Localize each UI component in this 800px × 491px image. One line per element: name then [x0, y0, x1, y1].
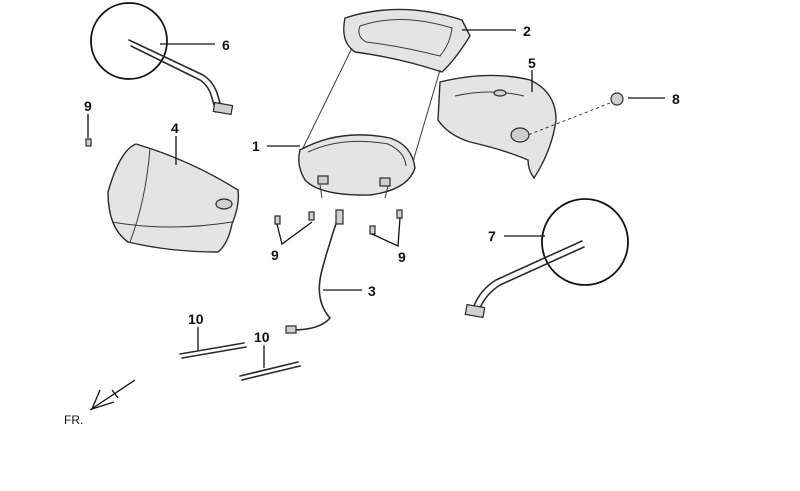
- bolt-10-b-edge: [241, 365, 301, 381]
- headlight-lens-edge: [307, 140, 407, 167]
- rear-cover-body: [437, 74, 557, 180]
- callout-8: 8: [672, 91, 680, 107]
- bolts-part-10: [179, 342, 301, 381]
- screw-9-d: [369, 225, 376, 235]
- callout-10-a: 10: [188, 311, 204, 327]
- front-visor-panel: [107, 143, 240, 253]
- speedometer-cable: [285, 209, 344, 334]
- right-mirror: [464, 198, 629, 319]
- callout-7: 7: [488, 228, 496, 244]
- handlebar-rear-cover: [437, 74, 557, 180]
- leader-9-right: [371, 217, 401, 247]
- callout-9-right: 9: [398, 249, 406, 265]
- headlight-tab-left: [317, 175, 329, 185]
- callout-2: 2: [523, 23, 531, 39]
- left-mirror-thread: [212, 101, 234, 116]
- visor-crease: [129, 147, 151, 243]
- direction-arrow-shaft: [89, 379, 136, 411]
- headlight-assembly: [298, 134, 416, 199]
- handlebar-front-cover: [301, 8, 471, 166]
- rear-cover-slot: [493, 89, 507, 97]
- visor-lower-edge: [111, 221, 233, 228]
- rear-cover-boss: [510, 127, 530, 143]
- bolt-10-b: [239, 361, 299, 377]
- direction-label: FR.: [64, 413, 83, 427]
- front-direction-arrow: [89, 379, 136, 411]
- cable-lower-end: [285, 325, 297, 334]
- assembly-line-right: [411, 69, 441, 166]
- right-mirror-glass: [541, 198, 629, 286]
- screw-8-axis: [527, 102, 611, 136]
- assembly-line-left: [301, 47, 353, 151]
- callout-5: 5: [528, 55, 536, 71]
- left-mirror: [90, 2, 234, 116]
- cable-upper-end: [335, 209, 344, 225]
- headlight-mounts: [319, 184, 389, 199]
- screw-9-b: [274, 215, 281, 225]
- front-cover-ring: [343, 8, 471, 73]
- headlight-housing: [298, 134, 416, 196]
- leader-9-left: [276, 221, 313, 246]
- direction-arrow-tick: [111, 389, 119, 399]
- right-mirror-stem: [473, 240, 583, 307]
- screw-part-8: [527, 92, 624, 136]
- bolt-10-a: [179, 342, 245, 355]
- callout-6: 6: [222, 37, 230, 53]
- right-mirror-thread: [464, 303, 486, 319]
- left-mirror-stem: [128, 39, 223, 111]
- bolt-10-a-edge: [181, 346, 247, 359]
- right-mirror-stem-edge: [479, 246, 585, 309]
- visor-mount-hole: [215, 198, 233, 210]
- callout-4: 4: [171, 120, 179, 136]
- rear-cover-ridge: [454, 91, 525, 97]
- direction-arrow-head: [90, 389, 115, 411]
- left-mirror-stem-edge: [130, 45, 217, 113]
- front-cover-inner: [358, 19, 453, 57]
- screws-part-9: [85, 138, 403, 235]
- callout-9-left: 9: [271, 247, 279, 263]
- screw-9-c: [308, 211, 315, 221]
- cable-line: [291, 211, 341, 331]
- screw-9-e: [396, 209, 403, 219]
- callout-9-top: 9: [84, 98, 92, 114]
- callout-3: 3: [368, 283, 376, 299]
- headlight-tab-right: [379, 177, 391, 187]
- leader-lines: [87, 29, 665, 368]
- visor-body: [107, 143, 240, 253]
- screw-9-a: [85, 138, 92, 147]
- left-mirror-glass: [90, 2, 168, 80]
- screw-8-head: [610, 92, 624, 106]
- callout-10-b: 10: [254, 329, 270, 345]
- callout-1: 1: [252, 138, 260, 154]
